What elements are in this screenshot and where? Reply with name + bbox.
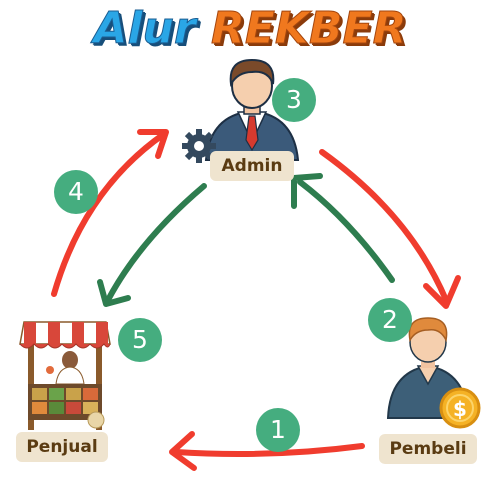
arrow-step-2 xyxy=(291,173,395,283)
businessman-with-gear-icon xyxy=(182,58,300,163)
arrow-step-1 xyxy=(169,431,365,471)
node-label-admin: Admin xyxy=(210,151,294,181)
arrow-step-5 xyxy=(97,183,207,307)
dollar-coin-icon: $ xyxy=(439,387,481,429)
node-label-penjual: Penjual xyxy=(16,432,108,462)
svg-text:$: $ xyxy=(453,397,467,421)
step-badge-1: 1 xyxy=(256,408,300,452)
title-part-1: Alur xyxy=(93,3,196,55)
step-badge-3: 3 xyxy=(272,78,316,122)
step-badge-5: 5 xyxy=(118,318,162,362)
diagram-title: Alur REKBER xyxy=(0,2,500,56)
arrow-step-3 xyxy=(319,149,461,309)
step-badge-2: 2 xyxy=(368,298,412,342)
step-badge-4: 4 xyxy=(54,170,98,214)
buyer-with-coin-icon: $ xyxy=(386,317,481,429)
node-label-pembeli: Pembeli xyxy=(379,434,477,464)
title-part-2: REKBER xyxy=(210,3,407,55)
arrow-step-4 xyxy=(51,129,169,297)
market-stall-seller-icon xyxy=(19,321,111,430)
